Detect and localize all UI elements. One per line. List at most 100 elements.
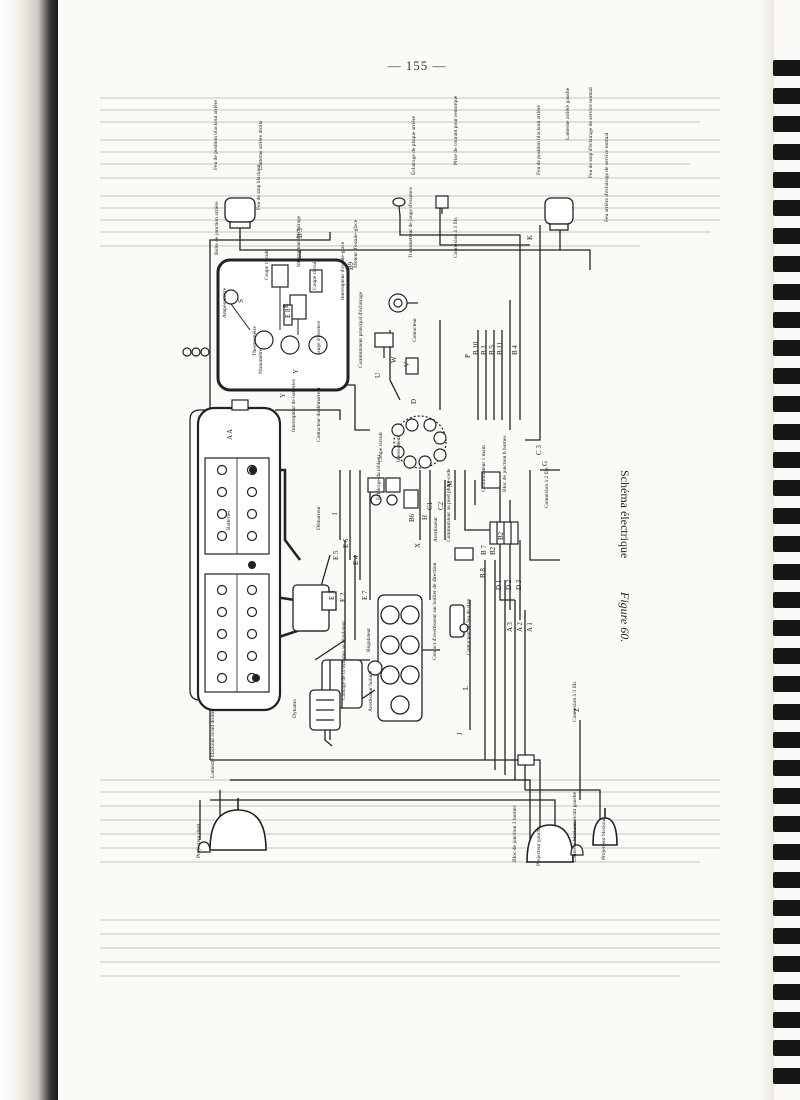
wire-code-b5: B 5	[488, 345, 496, 355]
binding-ring	[773, 424, 800, 440]
binding-ring	[773, 1068, 800, 1084]
binding-ring	[773, 172, 800, 188]
instrument-panel	[216, 258, 350, 392]
label-feu-arriere-eclairage-normal: Feu arrière d'éclairage de service norma…	[604, 132, 610, 222]
binding-ring	[773, 312, 800, 328]
battery-cell	[216, 650, 228, 662]
trailer-socket	[435, 195, 449, 214]
label-contact-avertisseur: Contact d'avertisseur sur boîtier de dir…	[432, 562, 438, 660]
label-contacteur: Contacteur	[412, 318, 418, 342]
label-contacteur-feu-stop: Contacteur de feu de stop	[465, 599, 472, 655]
page-edge	[760, 0, 774, 1100]
binding-ring	[773, 564, 800, 580]
label-demarreur: Démarreur	[316, 506, 322, 530]
battery-cell	[246, 530, 258, 542]
wire-code-u: U	[374, 373, 382, 378]
label-feu-position-blackout-arriere-2: Feu de position blackout arrière	[536, 104, 542, 175]
label-avertisseur: Avertisseur	[433, 517, 439, 542]
wire-code-d2: D 2	[505, 579, 513, 590]
label-eclairage-tableau: Éclairage du tableau	[374, 455, 382, 500]
binding-ring	[773, 536, 800, 552]
wire-code-d: D	[410, 399, 418, 404]
label-lanterne-arriere-droite: Lanterne arrière droite	[258, 120, 264, 170]
binding-ring	[773, 256, 800, 272]
binding-ring	[773, 200, 800, 216]
binding-ring	[773, 592, 800, 608]
label-feu-stop-eclairage-normal: Feu de stop d'éclairage de service norma…	[588, 87, 594, 178]
wire-code-w: W	[390, 356, 398, 363]
battery-cell	[246, 606, 258, 618]
label-commutateur-1-main: Commutateur 1 main	[481, 445, 487, 492]
wire-code-z: Z	[573, 708, 581, 712]
label-bloc-jonction-6-bornes: Bloc de jonction 6 bornes	[502, 435, 508, 492]
label-contacteur-demarreur: Contacteur du démarreur	[316, 387, 322, 442]
binding-ring	[773, 984, 800, 1000]
wire-code-c3: C 3	[535, 445, 543, 455]
binding-ring	[773, 88, 800, 104]
battery-cell	[246, 650, 258, 662]
page-number: — 155 —	[387, 58, 447, 73]
binding-ring	[773, 928, 800, 944]
binding-ring	[773, 872, 800, 888]
headlight-right	[209, 798, 267, 851]
binding-ring	[773, 900, 800, 916]
label-interrupteur: Interrupteur	[396, 436, 402, 462]
battery-cell	[246, 486, 258, 498]
battery-cell	[216, 486, 228, 498]
label-lanterne-blackout-avant-gauche: Lanterne blackout avant gauche	[572, 791, 578, 862]
label-projecteur-blackout: Projecteur blackout	[601, 817, 607, 860]
binding-ring	[773, 1040, 800, 1056]
binding-ring	[773, 760, 800, 776]
wire-code-d3: D 3	[515, 579, 523, 590]
rear-lamp-left	[544, 197, 574, 231]
rear-lamp-right	[224, 197, 256, 238]
battery-cell	[246, 584, 258, 596]
binding-ring	[773, 452, 800, 468]
battery-box	[196, 406, 282, 712]
main-light-switch	[391, 415, 447, 469]
dimmer-switch	[481, 471, 501, 489]
blackout-lamp-left	[570, 844, 584, 856]
foot-dimmer	[454, 547, 474, 561]
label-feu-position-blackout-arriere: Feu de position blackout arrière	[213, 99, 219, 170]
wire-code-c2: C2	[437, 501, 445, 510]
battery-cell	[216, 508, 228, 520]
label-transmetteur-jauge: Transmetteur de jauge d'essence	[408, 187, 414, 258]
label-connexion-3-fils-bottom: Connexion à 3 fils	[571, 682, 578, 722]
wire-code-j: J	[456, 732, 464, 735]
wire-code-e8: E 8	[284, 308, 292, 318]
label-cablage-dynamo: Cablage de la dynamo au régulateur	[341, 621, 347, 700]
label-connexion-2-fils: Connexion à 2 fils	[543, 468, 550, 508]
blackout-headlight	[592, 808, 618, 846]
label-boite-jonction-arriere: Boîte de jonction arrière	[214, 201, 220, 255]
fuse-marks	[182, 347, 210, 357]
wire-code-i: I	[331, 512, 339, 515]
wires	[189, 205, 601, 850]
label-lanterne-arriere-gauche: Lanterne arrière gauche	[565, 87, 571, 140]
label-coupe-circuit-2: Coupe circuit	[312, 260, 318, 290]
wire-code-b6: B6	[408, 513, 416, 522]
label-interrupteur-batteries: Interrupteur de batteries	[291, 379, 297, 432]
binding-ring	[773, 1012, 800, 1028]
bleed-through-text	[100, 97, 720, 977]
wire-code-v: V	[403, 362, 411, 367]
switch-cluster	[367, 477, 419, 509]
label-coupe-circuit-3: Coupe circuit	[378, 432, 384, 462]
wire-code-y2: Y	[279, 393, 287, 398]
license-plate-lamp	[392, 197, 406, 217]
binding-ring	[773, 648, 800, 664]
wire-code-b9: B9	[347, 261, 355, 270]
wire-code-d1: D 1	[495, 579, 503, 590]
battery-cell	[216, 584, 228, 596]
wire-code-p: P	[464, 354, 472, 358]
wire-code-s: S	[237, 299, 245, 303]
label-avertisseur-bobine: Avertisseur bobiné	[368, 670, 374, 712]
binding-ring	[773, 844, 800, 860]
wire-code-b2a: B2	[497, 531, 505, 540]
wire-code-e5: E 5	[332, 550, 340, 560]
wire-code-e2: E 2	[339, 592, 347, 602]
wire-code-b10: B 10	[472, 341, 480, 355]
label-connexion-3-fils-top: Connexion à 3 fils	[452, 218, 459, 258]
binding-ring	[773, 144, 800, 160]
